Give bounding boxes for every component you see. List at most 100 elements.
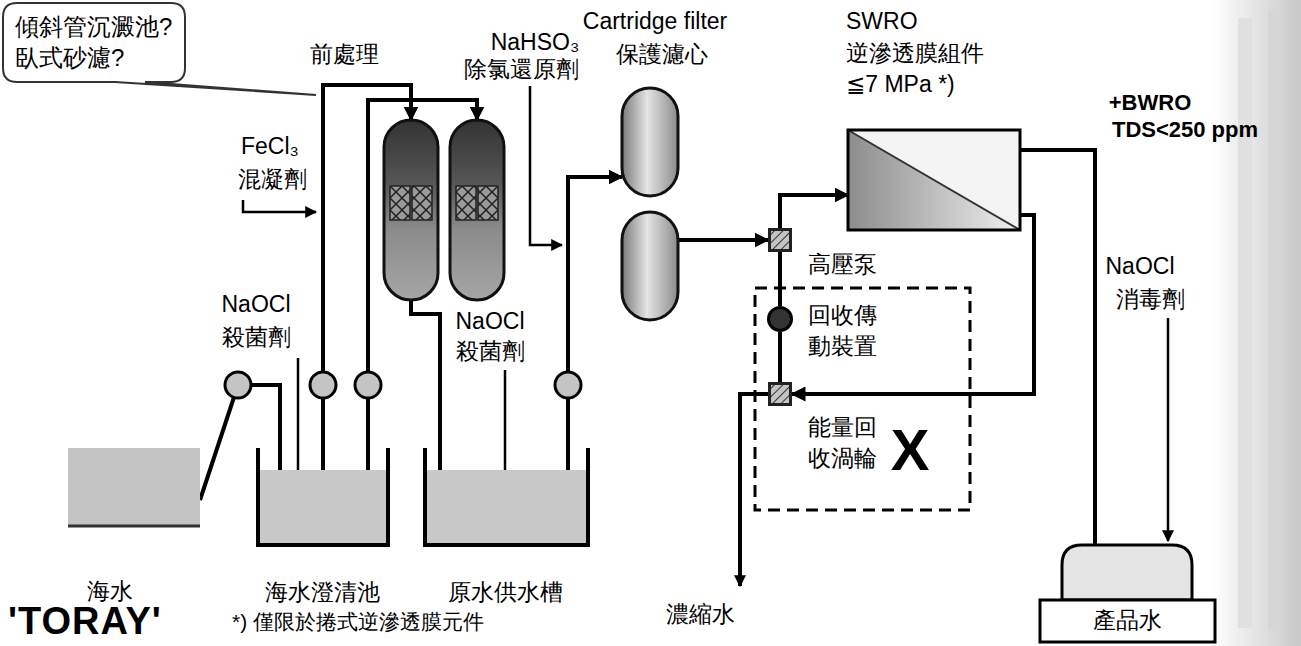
water (258, 470, 388, 545)
dosing-line (243, 200, 316, 212)
callout-bubble-text: 傾斜管沉澱池? 臥式砂濾? (15, 11, 185, 73)
pipe-connector (778, 252, 782, 306)
vessel-body (622, 88, 678, 196)
text-slot: 原水供水槽 (448, 578, 563, 608)
vessel-body (450, 120, 504, 300)
tank-shape (425, 448, 588, 545)
tank-wall (258, 448, 388, 545)
pipe-connector (411, 300, 440, 448)
cartridge-shape (622, 88, 678, 320)
water (425, 470, 588, 545)
cross-mark: X (891, 412, 930, 487)
pipe-connector (780, 195, 848, 228)
text-slot: 前處理 (310, 40, 379, 70)
product-tank: 產品水 (1040, 545, 1215, 642)
pipe-connector (1020, 150, 1095, 545)
brand-logo: 'TORAY' (8, 597, 162, 646)
text-slot: 逆滲透膜組件 ≦7 MPa *) (846, 38, 996, 100)
dosing-line (297, 358, 300, 486)
energy-recovery-turbine-outline (768, 382, 792, 406)
label-slot: 消毒劑 (1116, 285, 1185, 315)
feed-tank-text: 原水供水槽 (448, 578, 563, 608)
module-body (848, 130, 1020, 230)
clarifier-tank-text: 海水澄清池 (265, 578, 380, 608)
text-slot: 傾斜管沉澱池? 臥式砂濾? (15, 11, 185, 73)
footnote: *) 僅限於捲式逆滲透膜元件 (232, 608, 484, 635)
label-slot: NaHSO₃ (491, 28, 580, 58)
high-pressure-pump-outline (768, 228, 792, 252)
square-shape (770, 384, 791, 405)
feed-tank: 原水供水槽 (425, 448, 588, 545)
pretreatment-filter-outline (384, 120, 504, 300)
stream-label: 濃縮水 (666, 600, 735, 630)
energy-recovery-turbine: 能量回收渦輪 (768, 382, 792, 406)
dosing-line (530, 86, 562, 245)
tank-wall (425, 448, 588, 545)
pump-symbol (225, 372, 251, 398)
feed-tank-outline (425, 448, 588, 545)
module-outline (848, 130, 1020, 230)
label-slot: NaOCl (221, 290, 290, 320)
photo-tube (1268, 10, 1282, 630)
text-slot: 海水澄清池 (265, 578, 380, 608)
product-shape (1040, 545, 1215, 642)
text-slot: 高壓泵 (808, 250, 877, 280)
photo-tube (1238, 18, 1252, 628)
filter-media (478, 186, 498, 220)
callout-bubble: 傾斜管沉澱池? 臥式砂濾? (3, 3, 185, 82)
hatched-square (770, 384, 791, 405)
text-slot: SWRO (846, 7, 918, 37)
seawater-basin-outline (68, 448, 200, 526)
label-slot: 混凝劑 (238, 165, 307, 195)
tank-shape (258, 448, 388, 545)
label-slot: 除氯還原劑 (464, 55, 579, 85)
pipe-connector (568, 177, 622, 448)
cartridge-filter-outline (622, 88, 678, 320)
text-slot: 回收傳動裝置 (808, 300, 879, 362)
label-slot: NaOCl (455, 307, 524, 337)
chemical-role: 消毒劑 (1116, 285, 1185, 315)
quality-note: TDS<250 ppm (1112, 116, 1258, 145)
label-slot: 殺菌劑 (456, 337, 525, 367)
filters-shape (384, 120, 504, 300)
recovery-drive-outline (767, 306, 793, 332)
photo-background (1212, 0, 1301, 646)
label-slot: *) 僅限於捲式逆滲透膜元件 (232, 608, 484, 635)
chemical-name: FeCl₃ (241, 132, 299, 162)
filter-media (456, 186, 476, 220)
process-note: +BWRO (1109, 89, 1192, 118)
swro-module-text: SWRO (846, 7, 918, 37)
product-tank-text: 產品水 (1093, 606, 1162, 636)
chemical-role: 殺菌劑 (456, 337, 525, 367)
chemical-name: NaOCl (221, 290, 290, 320)
callout-outline (3, 3, 316, 95)
clarifier-tank-outline (258, 448, 388, 545)
swro-module-outline (848, 130, 1020, 230)
cartridge-filter-text: 保護濾心 (616, 40, 708, 70)
filter-media (390, 186, 410, 220)
drive-circle (769, 308, 792, 331)
basin-shape (68, 448, 200, 526)
vessel-body (622, 212, 678, 320)
swro-shape (848, 130, 1020, 230)
bubble-shape (3, 3, 316, 95)
label-slot: 殺菌劑 (222, 323, 291, 353)
dosing-line (504, 370, 507, 486)
label-slot: TDS<250 ppm (1112, 116, 1258, 145)
swro-module: SWRO逆滲透膜組件 ≦7 MPa *) (848, 130, 1020, 230)
label-slot: X (891, 412, 930, 487)
hatched-square (770, 230, 791, 251)
chemical-name: NaOCl (455, 307, 524, 337)
pretreatment-filter-text: 前處理 (310, 40, 379, 70)
chemical-role: 混凝劑 (238, 165, 307, 195)
energy-recovery-turbine-text: 能量回收渦輪 (808, 412, 879, 474)
membrane-shade (848, 130, 1020, 230)
dashed-bracket (755, 288, 970, 510)
ground-line (68, 525, 200, 528)
seawater-basin: 海水 (68, 448, 200, 526)
square-shape (770, 230, 791, 251)
chemical-name: NaHSO₃ (491, 28, 580, 58)
recovery-drive-text: 回收傳動裝置 (808, 300, 879, 362)
label-slot: +BWRO (1109, 89, 1192, 118)
